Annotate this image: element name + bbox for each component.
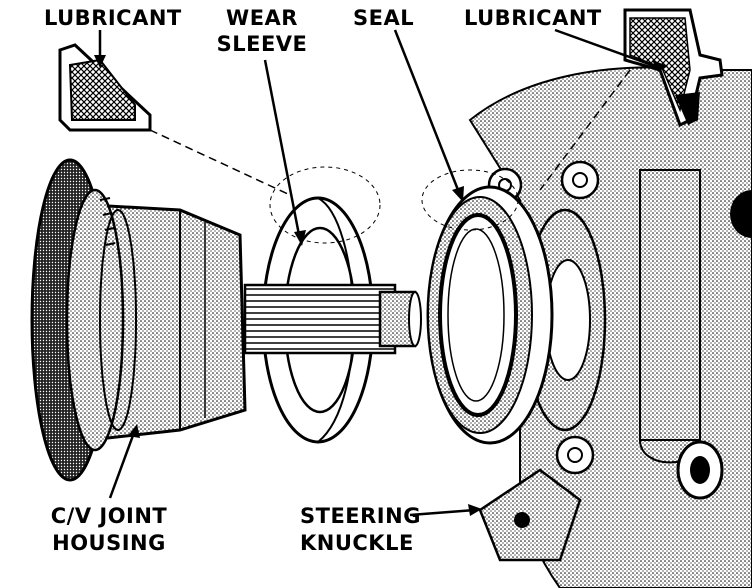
label-cv-joint-line2: HOUSING: [52, 531, 166, 555]
label-steering-knuckle-line2: KNUCKLE: [300, 531, 414, 555]
axle-shaft: [243, 283, 422, 355]
label-lubricant-left: LUBRICANT: [44, 6, 182, 30]
label-wear-sleeve-line2: SLEEVE: [216, 32, 308, 56]
label-seal: SEAL: [353, 6, 415, 30]
cv-joint-housing: [30, 158, 247, 482]
label-steering-knuckle-line1: STEERING: [300, 504, 421, 528]
label-cv-joint-line1: C/V JOINT: [50, 504, 168, 528]
label-lubricant-right: LUBRICANT: [464, 6, 602, 30]
lubricant-inset-left: [58, 43, 381, 244]
label-wear-sleeve-line1: WEAR: [226, 6, 298, 30]
leader-lines: [94, 28, 668, 517]
seal: [426, 185, 554, 445]
steering-knuckle: [468, 66, 752, 588]
